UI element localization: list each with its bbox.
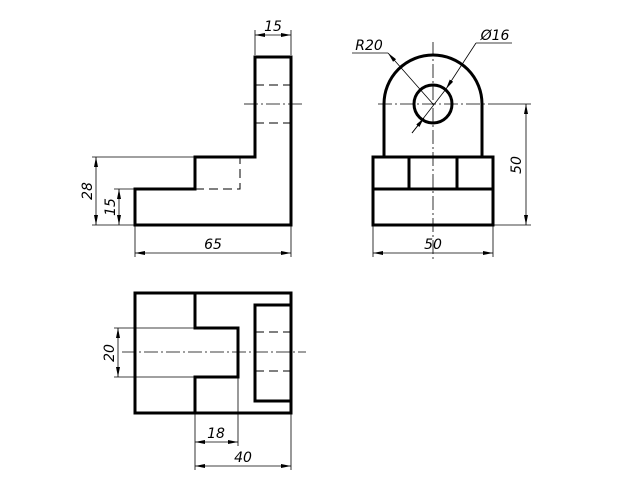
front-view: 15 28 15 65 (80, 19, 305, 257)
dim-depth: 40 (234, 450, 252, 466)
dim-width: 50 (424, 237, 442, 253)
top-outline (133, 291, 293, 415)
dim-top-width: 15 (264, 19, 282, 35)
front-outline (133, 55, 293, 227)
dim-length: 65 (204, 237, 222, 253)
dim-slot-depth: 18 (207, 426, 225, 442)
dim-step-height: 15 (103, 198, 119, 216)
top-slot (193, 293, 240, 413)
dim-hole-diameter: Ø16 (480, 28, 510, 44)
dim-total-height: 28 (80, 182, 96, 200)
side-view: R20 Ø16 50 50 (352, 28, 531, 262)
dim-center-height: 50 (509, 156, 525, 174)
dim-slot-width: 20 (102, 344, 118, 362)
dim-radius: R20 (355, 38, 383, 54)
top-view: 20 18 40 (102, 291, 306, 470)
top-upright (253, 303, 293, 403)
front-hidden-step (195, 157, 241, 190)
